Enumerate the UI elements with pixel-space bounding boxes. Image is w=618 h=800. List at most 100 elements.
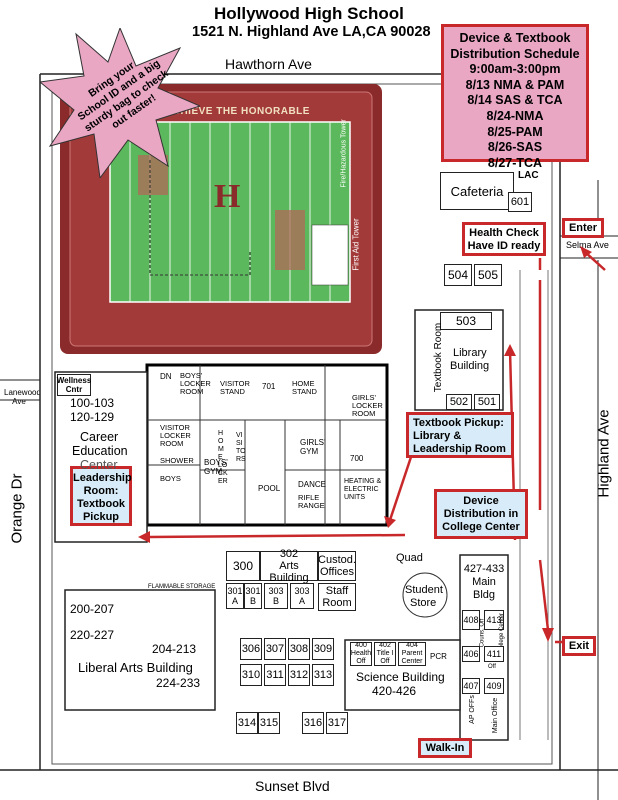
girls-locker-room: GIRLS' LOCKER ROOM (352, 393, 383, 418)
room-700: 700 (350, 454, 364, 463)
room-303b: 303 B (264, 583, 288, 609)
room-503: 503 (440, 312, 492, 330)
room-408: 408 (462, 610, 480, 630)
rifle-range: RIFLE RANGE (298, 493, 325, 510)
leadership-line: Room: (83, 485, 119, 497)
room-701: 701 (262, 382, 276, 391)
boys-gym: BOYS' GYM (204, 458, 228, 476)
textbook-pickup-callout: Textbook Pickup: Library & Leadership Ro… (406, 412, 514, 458)
home-locker: HOME LOCKER (218, 430, 228, 485)
pool: POOL (258, 484, 281, 493)
home-stand: HOME STAND (292, 379, 317, 396)
room-307: 307 (264, 638, 286, 660)
room-404: 404 Parent Center (398, 642, 426, 666)
leadership-line: Leadership (73, 472, 132, 484)
schedule-line: 8/25-PAM (487, 124, 543, 139)
library-label: Library (453, 347, 487, 359)
shower: SHOWER (160, 456, 194, 465)
boys-locker-room: BOYS' LOCKER ROOM (180, 371, 211, 396)
room-407: 407 (462, 678, 480, 694)
visitors-room: VISITORS (236, 432, 246, 463)
room-406: 406 (462, 646, 480, 662)
student-store-2: Store (410, 597, 437, 609)
girls-gym: GIRLS' GYM (300, 438, 326, 456)
career-label-3: Center (80, 458, 118, 472)
liberal-arts-building: Liberal Arts Building (78, 660, 193, 675)
walk-in-callout: Walk-In (418, 738, 472, 758)
career-label: Career (80, 430, 119, 444)
room-504: 504 (444, 264, 472, 286)
custodial-offices: Custod.Offices (318, 551, 356, 581)
room-413: 413 (484, 610, 504, 630)
leadership-room-callout: Leadership Room: Textbook Pickup (70, 466, 132, 526)
room-601: 601 (508, 192, 532, 212)
la-rooms-4: 224-233 (156, 676, 201, 690)
textbook-pickup-line: Textbook Pickup: (413, 417, 504, 429)
textbook-pickup-line: Leadership Room (413, 443, 506, 455)
room-303a: 303 A (290, 583, 314, 609)
school-address: 1521 N. Highland Ave LA,CA 90028 (192, 24, 431, 40)
room-312: 312 (288, 664, 310, 686)
textbook-pickup-line: Library & (413, 430, 462, 442)
room-409: 409 (484, 678, 504, 694)
room-311: 311 (264, 664, 286, 686)
la-rooms-2: 220-227 (70, 628, 115, 642)
room-300: 300 (226, 551, 260, 581)
room-306: 306 (240, 638, 262, 660)
health-check-line: Have ID ready (467, 240, 541, 252)
la-rooms-3: 204-213 (152, 642, 197, 656)
cafeteria: Cafeteria (440, 172, 514, 210)
lac-label: LAC (518, 170, 539, 181)
visitor-stand: VISITOR STAND (220, 379, 250, 396)
device-line: Device (463, 495, 499, 507)
boys-room: BOYS (160, 474, 181, 483)
health-check-callout: Health Check Have ID ready (462, 222, 546, 256)
starburst-note: Bring your School ID and a big sturdy ba… (40, 28, 200, 178)
room-301b: 301 B (244, 583, 262, 609)
health-check-line: Health Check (469, 227, 539, 239)
room-400: 400 Health Off (350, 642, 372, 666)
street-north: Hawthorn Ave (225, 56, 312, 72)
pcr-room: PCR (430, 652, 447, 661)
first-aid-tower: First Aid Tower (351, 218, 361, 271)
room-308: 308 (288, 638, 310, 660)
schedule-line: 8/14 SAS & TCA (467, 93, 563, 108)
ap-offices: AP OFFs (468, 695, 476, 724)
schedule-line: 8/26-SAS (487, 140, 543, 155)
gym-dn: DN (160, 372, 172, 381)
library-label-2: Building (450, 360, 490, 372)
room-502: 502 (446, 394, 472, 410)
schedule-title: Distribution Schedule (450, 46, 580, 61)
science-building: Science Building (356, 670, 445, 684)
device-distribution-callout: Device Distribution in College Center (434, 489, 528, 539)
schedule-line: 8/13 NMA & PAM (465, 77, 565, 92)
visitor-locker-room: VISITOR LOCKER ROOM (160, 423, 191, 448)
office-label: Off (488, 664, 496, 670)
dance: DANCE (298, 480, 327, 489)
leadership-line: Textbook (76, 498, 126, 510)
textbook-room: Textbook Room (433, 322, 445, 393)
room-310: 310 (240, 664, 262, 686)
room-316: 316 (302, 712, 324, 734)
street-lanewood: Lanewood Ave (4, 388, 41, 406)
street-south: Sunset Blvd (255, 778, 330, 794)
schedule-box: Device & Textbook Distribution Schedule … (441, 24, 589, 170)
room-501: 501 (474, 394, 500, 410)
main-office: Main Office (492, 697, 500, 734)
room-314: 314 (236, 712, 258, 734)
schedule-line: 8/27-TCA (487, 155, 543, 170)
room-411: 411 (484, 646, 504, 662)
quad-label: Quad (396, 552, 423, 564)
fire-tower: Fire/Hazardous Tower (340, 119, 348, 188)
device-line: College Center (442, 521, 520, 533)
la-rooms-1: 200-207 (70, 602, 115, 616)
room-313: 313 (312, 664, 334, 686)
room-309: 309 (312, 638, 334, 660)
field-banner: ACHIEVE THE HONORABLE (165, 106, 310, 117)
schedule-title: Device & Textbook (459, 31, 571, 45)
science-rooms: 420-426 (372, 684, 417, 698)
